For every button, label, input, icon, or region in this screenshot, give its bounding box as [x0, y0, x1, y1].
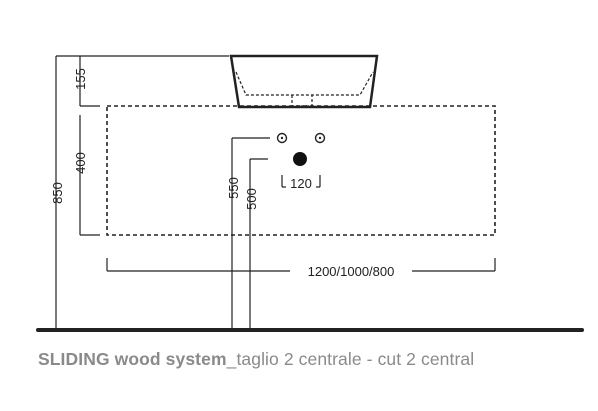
dim-label-500: 500: [244, 188, 259, 210]
outlet-right: [314, 132, 326, 144]
caption-separator: -: [361, 349, 378, 369]
outlet-right-center: [318, 136, 322, 140]
dimension-550: [231, 137, 270, 329]
caption-italian: _taglio 2 centrale: [226, 349, 362, 369]
dim-label-width: 1200/1000/800: [308, 264, 395, 279]
dim-label-400: 400: [73, 152, 88, 174]
cabinet-outline: [106, 105, 496, 236]
caption-product-name: SLIDING wood system: [38, 349, 227, 369]
outlet-left: [276, 132, 288, 144]
wall-outlets: [276, 132, 326, 166]
dimension-120: [281, 175, 321, 188]
dimension-width: [106, 258, 496, 272]
drain-outlet: [293, 152, 307, 166]
outlet-left-center: [280, 136, 284, 140]
dimension-155: [79, 56, 100, 107]
basin: [229, 54, 379, 109]
dim-label-155: 155: [73, 68, 88, 90]
basin-drain: [291, 95, 313, 107]
dim-label-550: 550: [226, 177, 241, 199]
dim-label-850: 850: [50, 182, 65, 204]
basin-outline: [229, 54, 379, 109]
basin-inner-line: [235, 71, 374, 96]
dimension-500: [249, 158, 268, 329]
caption: SLIDING wood system_taglio 2 centrale - …: [38, 349, 474, 370]
caption-english: cut 2 central: [377, 349, 475, 369]
dimension-850: [55, 55, 229, 329]
dimension-400: [79, 115, 100, 236]
dim-label-120: 120: [290, 176, 312, 191]
